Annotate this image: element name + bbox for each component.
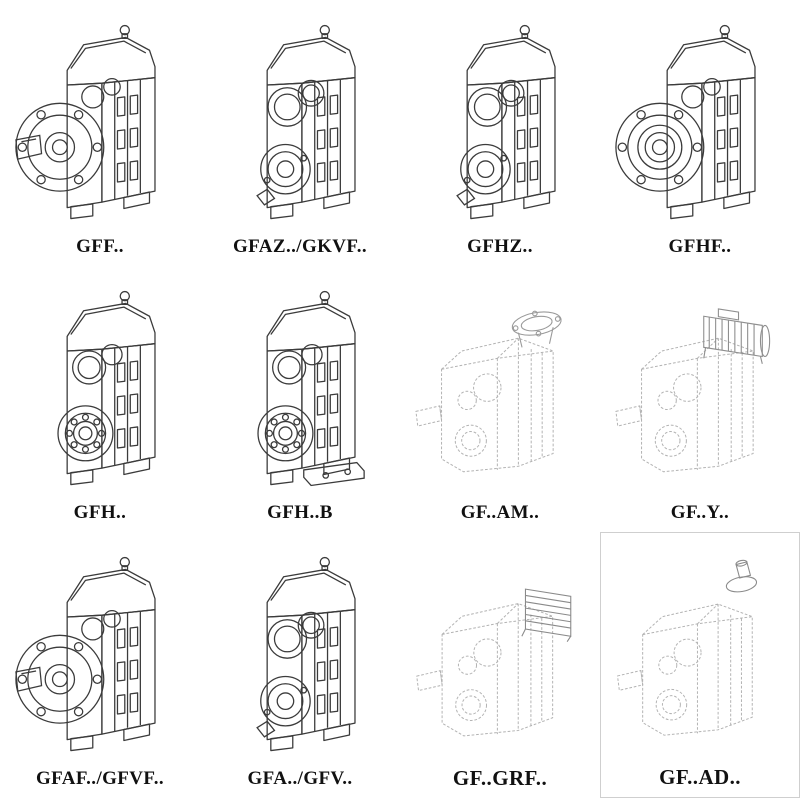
catalog-cell-gfaz-gkvf: GFAZ../GKVF.. [200, 0, 400, 266]
catalog-cell-gfaf-gfvf: GFAF../GFVF.. [0, 532, 200, 798]
catalog-cell-gfa-gfv: GFA../GFV.. [200, 532, 400, 798]
gearbox-drawing-gff [7, 10, 193, 230]
cell-art [202, 4, 398, 235]
model-label-gf-grf: GF..GRF.. [452, 765, 548, 790]
cell-art [202, 270, 398, 501]
cell-art [602, 270, 798, 501]
gearbox-drawing-gfhf [607, 10, 793, 230]
cell-art [402, 270, 598, 501]
cell-art [602, 4, 798, 235]
model-label-gfaz-gkvf: GFAZ../GKVF.. [233, 236, 367, 258]
cell-art [603, 537, 797, 764]
model-label-gfa-gfv: GFA../GFV.. [247, 768, 353, 790]
catalog-cell-gf-grf: GF..GRF.. [400, 532, 600, 798]
catalog-cell-gf-am: GF..AM.. [400, 266, 600, 532]
catalog-cell-gfhf: GFHF.. [600, 0, 800, 266]
cell-art [2, 536, 198, 767]
model-label-gfhz: GFHZ.. [467, 236, 533, 258]
catalog-cell-gf-y: GF..Y.. [600, 266, 800, 532]
cell-art [402, 4, 598, 235]
model-label-gfhf: GFHF.. [668, 236, 732, 258]
gearbox-drawing-gfh [7, 276, 193, 496]
model-label-gfh: GFH.. [73, 502, 127, 524]
cell-art [202, 536, 398, 767]
gearbox-drawing-gfh-b [207, 276, 393, 496]
model-label-gff: GFF.. [76, 236, 124, 258]
gearbox-drawing-gfaz-gkvf [207, 10, 393, 230]
cell-art [2, 270, 198, 501]
gearbox-drawing-gf-am [407, 276, 593, 496]
gearbox-drawing-gfa-gfv [207, 542, 393, 762]
model-label-gfh-b: GFH..B [267, 502, 333, 524]
catalog-cell-gfh: GFH.. [0, 266, 200, 532]
cell-art [2, 4, 198, 235]
model-label-gfaf-gfvf: GFAF../GFVF.. [35, 768, 164, 790]
cell-art [402, 536, 598, 765]
model-label-gf-y: GF..Y.. [670, 502, 730, 524]
gearbox-drawing-gfhz [407, 10, 593, 230]
catalog-cell-gfhz: GFHZ.. [400, 0, 600, 266]
gearbox-drawing-gf-ad [608, 543, 792, 759]
catalog-cell-gfh-b: GFH..B [200, 266, 400, 532]
model-label-gf-am: GF..AM.. [460, 502, 540, 524]
model-label-gf-ad: GF..AD.. [659, 764, 741, 789]
catalog-cell-gff: GFF.. [0, 0, 200, 266]
gearbox-drawing-gfaf-gfvf [7, 542, 193, 762]
catalog-cell-gf-ad: GF..AD.. [600, 532, 800, 798]
gearbox-drawing-gf-grf [407, 542, 593, 759]
gearbox-drawing-gf-y [607, 276, 793, 496]
